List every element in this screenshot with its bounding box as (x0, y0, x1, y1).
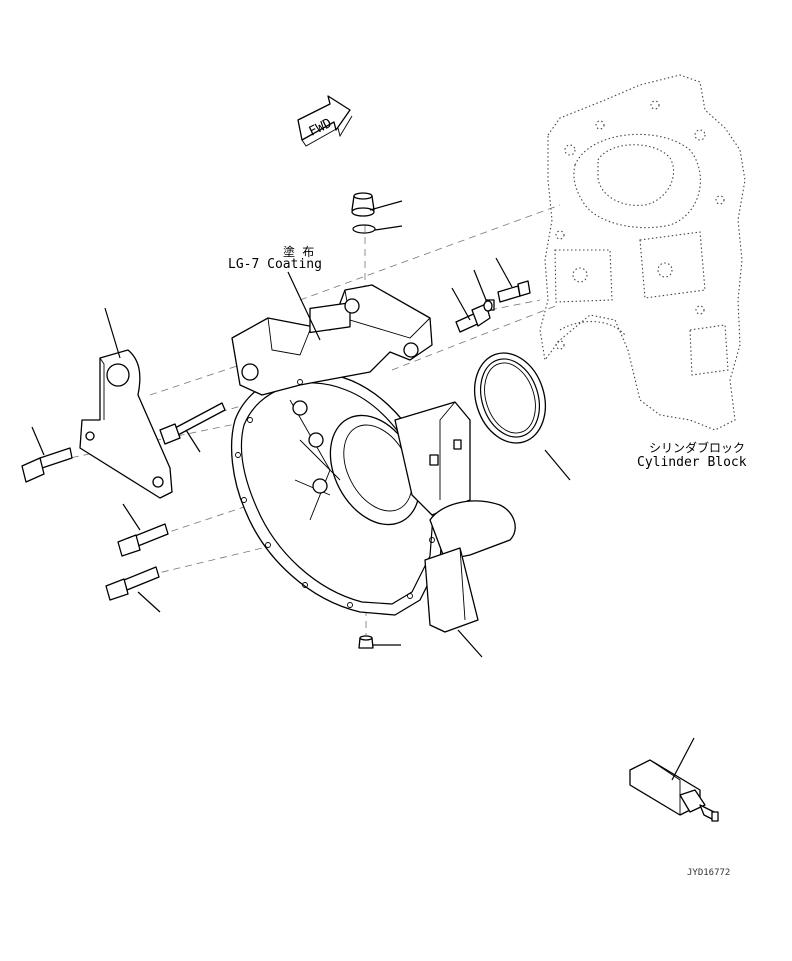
long-bolt-part (159, 402, 226, 445)
oil-seal-part (474, 352, 546, 444)
cylinder-block-outline (539, 74, 746, 431)
o-ring-part (352, 224, 376, 234)
washer-part (483, 300, 493, 312)
leader-lines (31, 200, 695, 781)
coating-label-jp: 塗 布 (283, 245, 315, 259)
housing-bolt-lower-part (105, 566, 160, 601)
housing-bolt-upper-part (117, 523, 169, 557)
bottom-plug-part (358, 635, 374, 649)
plug-part (351, 192, 375, 217)
sensor-bolt-part (497, 280, 531, 303)
fwd-arrow (297, 95, 353, 147)
bracket-plate-part (79, 349, 173, 499)
cylinder-block-label-jp: シリンダブロック (649, 441, 746, 455)
tool-part (629, 759, 719, 822)
flywheel-housing-part (230, 284, 516, 633)
drawing-code: JYD16772 (687, 868, 731, 878)
bracket-bolt-part (21, 447, 73, 483)
cylinder-block-label-en: Cylinder Block (637, 455, 747, 470)
coating-label-en: LG-7 Coating (228, 257, 322, 272)
